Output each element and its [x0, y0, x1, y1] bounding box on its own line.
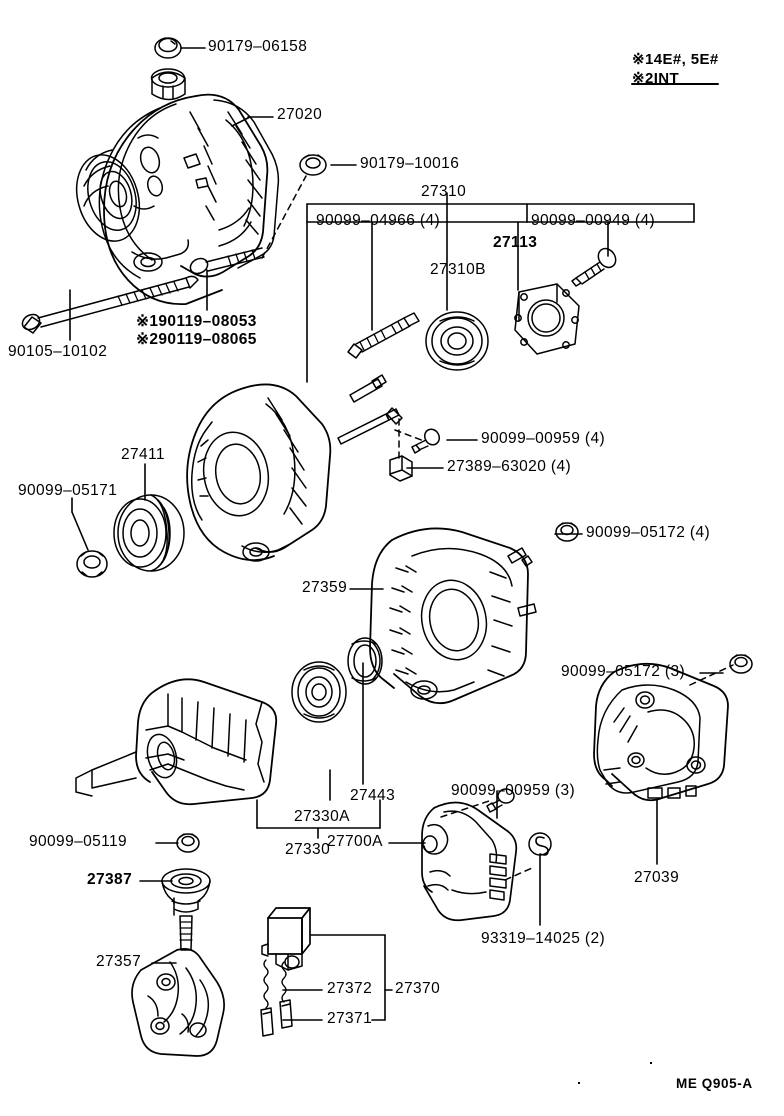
screw-symbol-93319-art — [528, 832, 552, 856]
note-2int: ※2INT — [632, 70, 680, 87]
end-cover-27039-art — [593, 662, 729, 802]
part-label-27389-63020[interactable]: 27389–63020 (4) — [447, 458, 572, 475]
part-label-290119-08065[interactable]: ※290119–08065 — [136, 331, 257, 348]
alternator-assembly-art — [75, 37, 280, 305]
part-label-27372[interactable]: 27372 — [327, 980, 373, 997]
part-label-90099-05172-3[interactable]: 90099–05172 (3) — [561, 663, 686, 680]
short-bolt-art — [189, 247, 265, 275]
part-label-27310B[interactable]: 27310B — [430, 261, 486, 278]
bearing-27310b-art — [425, 311, 489, 371]
part-label-90099-05172-4[interactable]: 90099–05172 (4) — [586, 524, 711, 541]
part-label-27310[interactable]: 27310 — [421, 183, 467, 200]
part-label-27039[interactable]: 27039 — [634, 869, 680, 886]
nut-05172-4-art — [555, 522, 579, 542]
part-label-27330A[interactable]: 27330A — [294, 808, 350, 825]
part-label-90099-04966[interactable]: 90099–04966 (4) — [316, 212, 441, 229]
through-bolt-art — [21, 275, 199, 334]
sheet-code: ME Q905-A — [676, 1076, 753, 1091]
part-label-190119-08053[interactable]: ※190119–08053 — [136, 313, 257, 330]
part-label-27113[interactable]: 27113 — [493, 234, 538, 251]
pulley-27411-art — [113, 494, 185, 572]
part-label-90099-00949[interactable]: 90099–00949 (4) — [531, 212, 656, 229]
part-label-90099-05171[interactable]: 90099–05171 — [18, 482, 118, 499]
part-label-93319-14025[interactable]: 93319–14025 (2) — [481, 930, 606, 947]
stud-bolt-art — [347, 312, 420, 359]
part-label-90179-06158[interactable]: 90179–06158 — [208, 38, 308, 55]
nut-05171-art — [76, 550, 108, 578]
part-label-27359[interactable]: 27359 — [302, 579, 348, 596]
screw-00959-3-art — [486, 788, 515, 813]
nut-90179-10016-art — [299, 154, 327, 176]
part-label-27443[interactable]: 27443 — [350, 787, 396, 804]
part-label-27020[interactable]: 27020 — [277, 106, 323, 123]
note-14e-5e: ※14E#, 5E# — [632, 51, 719, 68]
part-label-90099-00959-3[interactable]: 90099–00959 (3) — [451, 782, 576, 799]
part-label-27700A[interactable]: 27700A — [327, 833, 383, 850]
regulator-27700a-art — [421, 801, 518, 922]
part-label-90105-10102[interactable]: 90105–10102 — [8, 343, 108, 360]
rectifier-27357-art — [131, 833, 225, 1057]
nut-05172-3-art — [729, 654, 753, 674]
seal-27443-art — [347, 637, 383, 685]
part-label-90099-05119[interactable]: 90099–05119 — [29, 833, 128, 850]
rotor-27330-art — [75, 678, 278, 806]
part-label-90179-10016[interactable]: 90179–10016 — [360, 155, 460, 172]
assembly-dash-lines — [173, 175, 734, 917]
bearing-27330a-art — [291, 661, 347, 723]
screw-00949-art — [571, 247, 617, 287]
scan-dot-1 — [578, 1082, 580, 1084]
part-label-27357[interactable]: 27357 — [96, 953, 142, 970]
insulator-27389-art — [389, 455, 413, 482]
part-label-27330[interactable]: 27330 — [285, 841, 331, 858]
scan-dot-2 — [650, 1062, 652, 1064]
part-label-90099-00959-4[interactable]: 90099–00959 (4) — [481, 430, 606, 447]
screw-00959-4-art — [411, 428, 441, 454]
brush-holder-27370-art — [260, 907, 311, 1037]
part-label-27411[interactable]: 27411 — [121, 446, 165, 463]
alternator-housing-art — [186, 374, 403, 562]
end-frame-27359-art — [369, 527, 537, 705]
part-label-27370[interactable]: 27370 — [395, 980, 441, 997]
part-label-27387[interactable]: 27387 — [87, 871, 133, 888]
part-label-27371[interactable]: 27371 — [327, 1010, 373, 1027]
end-plate-27113-art — [514, 283, 580, 355]
leader-lines — [69, 47, 724, 1021]
